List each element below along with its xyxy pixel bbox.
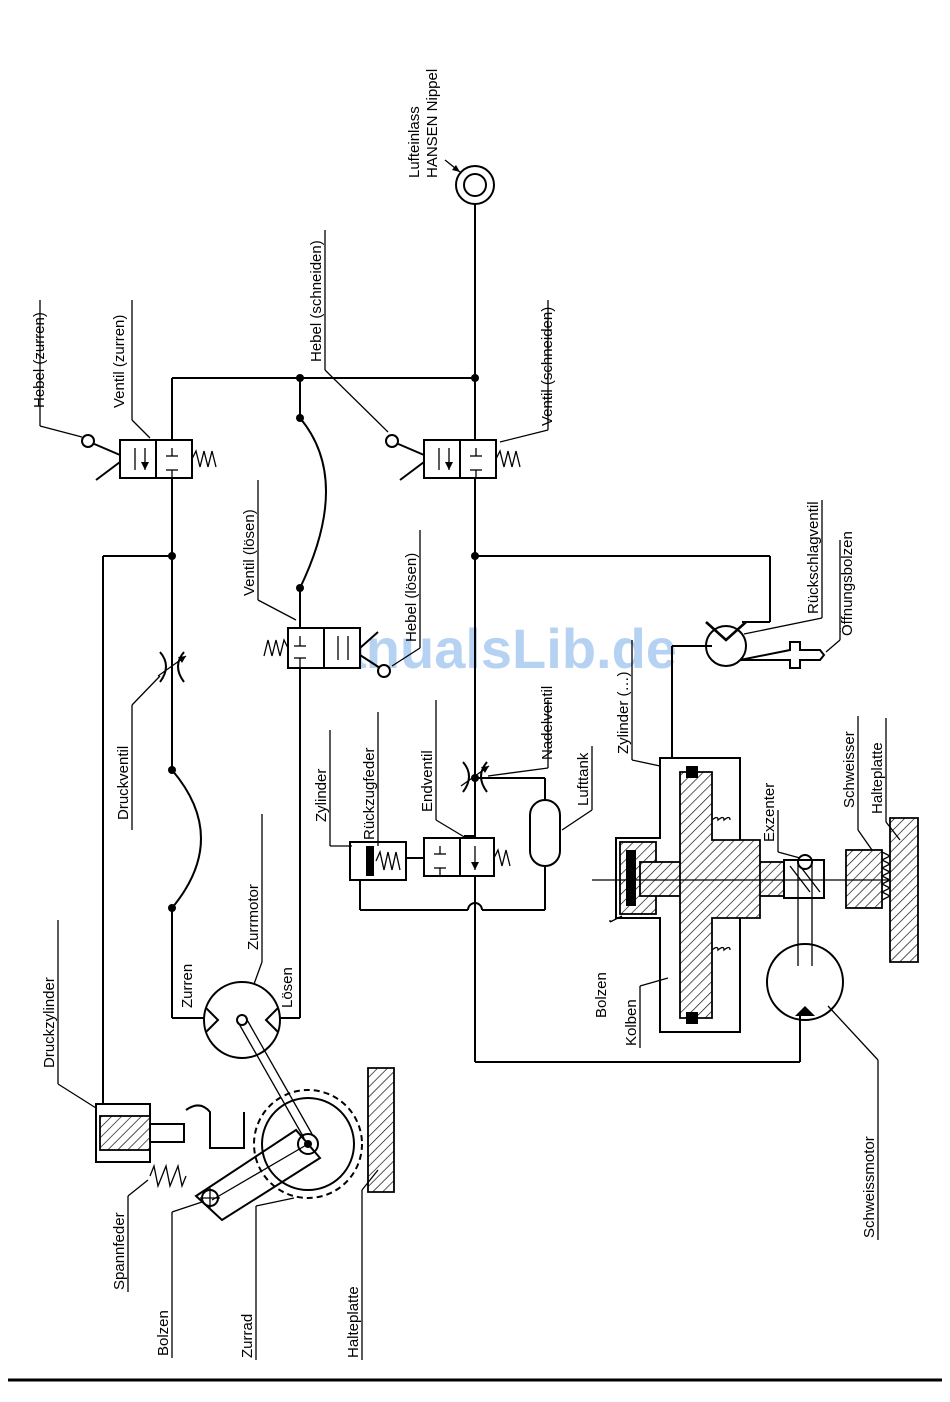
label-ventil-zurren: Ventil (zurren) <box>111 315 128 408</box>
air-inlet <box>444 159 495 205</box>
label-loesen: Lösen <box>279 967 296 1008</box>
label-druckventil: Druckventil <box>115 746 132 820</box>
label-hebel-zurren: Hebel (zurren) <box>31 312 48 408</box>
label-bolzen-welder: Bolzen <box>593 972 610 1018</box>
label-schweissmotor: Schweissmotor <box>861 1136 878 1238</box>
label-druckzylinder: Druckzylinder <box>41 977 58 1068</box>
label-zylinder-welder: Zylinder (…) <box>615 671 632 754</box>
label-spannfeder: Spannfeder <box>111 1212 128 1290</box>
label-exzenter: Exzenter <box>761 783 778 842</box>
label-hansen-nippel: HANSEN Nippel <box>424 69 441 178</box>
valve-zurren <box>81 434 217 481</box>
label-halteplatte-welder: Halteplatte <box>869 742 886 814</box>
holding-plate-lashing <box>367 1067 395 1193</box>
small-cylinder <box>349 841 424 881</box>
welder-cylinder <box>592 757 918 1033</box>
check-valve <box>705 621 826 669</box>
valve-loesen <box>263 627 391 678</box>
label-zylinder-small: Zylinder <box>313 769 330 822</box>
label-oeffnungsbolzen: Öffnungsbolzen <box>838 531 856 636</box>
label-endventil: Endventil <box>419 750 436 812</box>
label-bolzen-lever: Bolzen <box>155 1310 172 1356</box>
air-tank <box>529 799 561 867</box>
label-rueckzugfeder: Rückzugfeder <box>361 747 378 840</box>
labels: Lufteinlass HANSEN Nippel Hebel (zurren)… <box>31 69 886 1358</box>
label-zurren: Zurren <box>179 964 196 1008</box>
label-ventil-loesen: Ventil (lösen) <box>241 509 258 596</box>
pressure-cylinder <box>95 1103 245 1189</box>
needle-valve <box>460 761 490 793</box>
lashing-motor <box>203 981 313 1139</box>
label-hebel-loesen: Hebel (lösen) <box>403 553 420 642</box>
label-hebel-schneiden: Hebel (schneiden) <box>308 240 325 362</box>
label-nadelventil: Nadelventil <box>539 686 556 760</box>
pressure-valve <box>157 651 187 683</box>
end-valve <box>423 837 511 877</box>
welding-motor <box>766 854 844 1021</box>
label-kolben: Kolben <box>623 999 640 1046</box>
junction-dots <box>168 374 479 912</box>
label-lufteinlass: Lufteinlass <box>406 106 423 178</box>
holding-plate-welder <box>889 817 919 963</box>
label-lufttank: Lufttank <box>575 752 592 806</box>
valve-schneiden <box>385 434 521 481</box>
label-rueckschlagventil: Rückschlagventil <box>805 501 822 614</box>
label-schweisser: Schweisser <box>841 731 858 808</box>
leader-lines <box>39 230 901 1360</box>
label-halteplatte-lashing: Halteplatte <box>345 1286 362 1358</box>
label-ventil-schneiden: Ventil (schneiden) <box>539 307 556 426</box>
lashing-wheel <box>194 1089 363 1222</box>
label-zurrad: Zurrad <box>239 1314 256 1358</box>
lever-pivot <box>200 1188 220 1208</box>
label-zurrmotor: Zurrmotor <box>245 884 262 950</box>
